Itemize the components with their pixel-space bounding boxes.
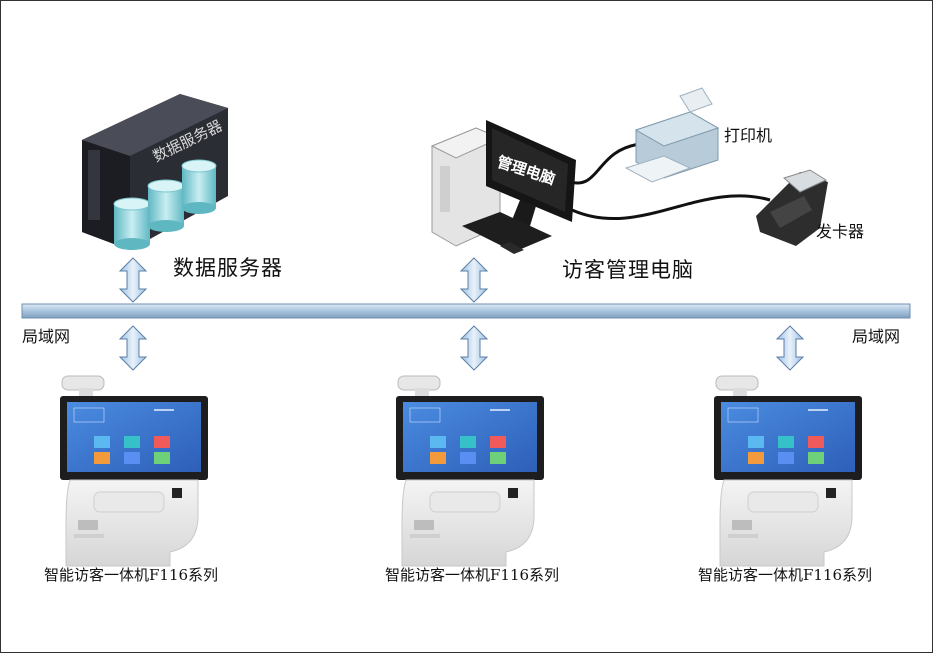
computer-icon: 管理电脑 (430, 120, 576, 254)
printer-label: 打印机 (724, 126, 773, 145)
pc-link-arrow (460, 257, 488, 303)
pc-label: 访客管理电脑 (562, 258, 694, 282)
card-issuer-label: 发卡器 (816, 222, 865, 241)
server-label: 数据服务器 (173, 256, 283, 280)
card-issuer-cable (571, 194, 771, 221)
kiosk-icon-1 (59, 375, 209, 567)
server-link-arrow (119, 257, 147, 303)
printer-cable (569, 142, 641, 185)
kiosk-label-3: 智能访客一体机F116系列 (698, 566, 873, 584)
kiosk-link-arrow-3 (776, 325, 804, 371)
card-reader-icon (756, 169, 828, 246)
kiosk-icon-3 (713, 375, 863, 567)
lan-label-left: 局域网 (22, 327, 71, 346)
kiosk-link-arrow-2 (460, 325, 488, 371)
kiosk-label-2: 智能访客一体机F116系列 (385, 566, 560, 584)
printer-icon (624, 87, 720, 183)
kiosk-link-arrow-1 (119, 325, 147, 371)
database-icon (113, 159, 217, 250)
kiosk-icon-2 (395, 375, 545, 567)
network-bus (21, 303, 911, 319)
lan-label-right: 局域网 (852, 327, 901, 346)
kiosk-label-1: 智能访客一体机F116系列 (44, 566, 219, 584)
server-icon: 数据服务器 (82, 94, 228, 250)
